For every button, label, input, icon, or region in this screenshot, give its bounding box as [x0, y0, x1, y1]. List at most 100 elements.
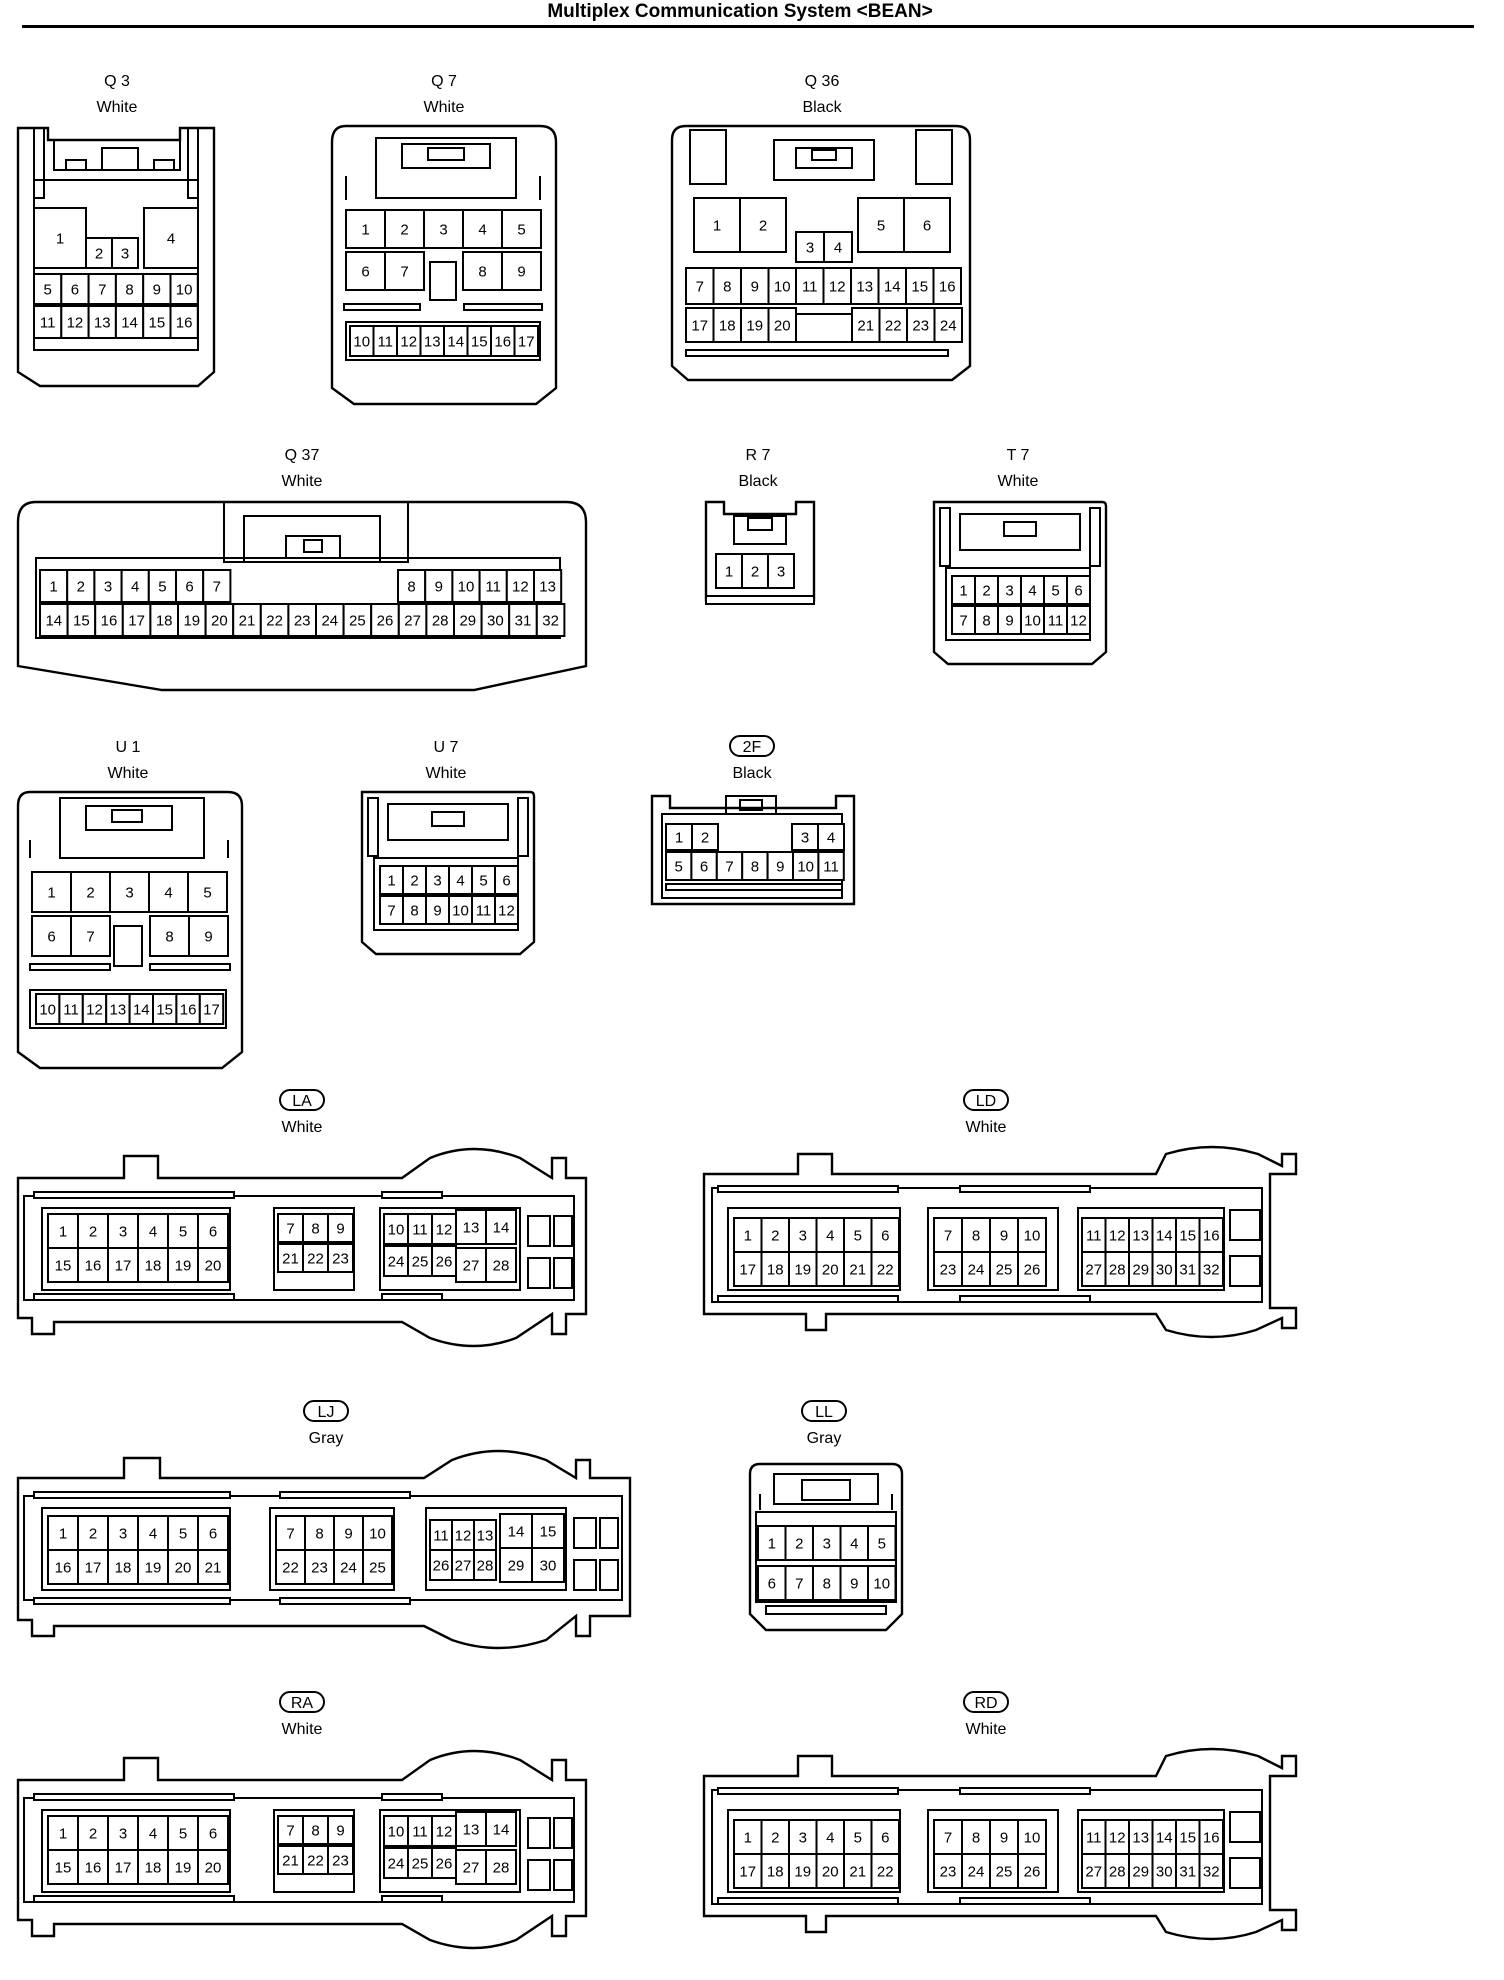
pin-cell: [197, 1849, 229, 1885]
pin-number: 4: [149, 1224, 157, 1241]
pin-cell: [843, 1853, 873, 1889]
pin-number: 11: [1048, 613, 1064, 630]
pin-number: 17: [128, 613, 145, 630]
pin-cell: [407, 1847, 433, 1879]
pin-number: 5: [158, 579, 166, 596]
pin-cell: [739, 197, 787, 253]
pin-number: 31: [1179, 1864, 1196, 1881]
pin-number: 28: [1109, 1864, 1126, 1881]
housing-rib: [381, 1895, 443, 1903]
pin-number: 15: [149, 315, 166, 332]
pin-cell: [843, 1819, 873, 1855]
pin-number: 13: [463, 1822, 480, 1839]
pin-number: 5: [203, 885, 211, 902]
pin-cell: [513, 325, 539, 357]
pin-cell: [823, 231, 853, 263]
pin-number: 12: [829, 279, 846, 296]
pin-number: 12: [1109, 1228, 1126, 1245]
pin-number: 3: [799, 1228, 807, 1245]
pin-number: 18: [719, 318, 736, 335]
housing-detail: [553, 1257, 573, 1289]
pin-number: 27: [1085, 1262, 1102, 1279]
pin-number: 4: [827, 830, 835, 847]
pin-number: 8: [972, 1830, 980, 1847]
housing-rib: [705, 595, 815, 605]
pin-number: 27: [404, 613, 421, 630]
housing-detail: [773, 1473, 879, 1505]
pin-number: 3: [119, 1224, 127, 1241]
pin-number: 1: [59, 1224, 67, 1241]
housing-detail: [1229, 1209, 1261, 1241]
pin-number: 14: [493, 1822, 510, 1839]
pin-number: 11: [412, 1824, 428, 1841]
pin-number: 23: [332, 1853, 349, 1870]
pin-number: 7: [944, 1830, 952, 1847]
pin-number: 3: [439, 222, 447, 239]
pin-number: 4: [149, 1826, 157, 1843]
housing-detail: [739, 799, 763, 811]
pin-cell: [33, 305, 63, 339]
pin-cell: [788, 1217, 818, 1253]
pin-number: 23: [940, 1262, 957, 1279]
housing-detail: [527, 1859, 551, 1891]
pin-number: 12: [436, 1222, 453, 1239]
pin-number: 4: [131, 579, 139, 596]
housing-detail: [599, 1517, 619, 1549]
housing-rib: [959, 1787, 1091, 1795]
pin-number: 17: [739, 1864, 756, 1881]
pin-number: 6: [209, 1526, 217, 1543]
housing-key: [795, 313, 853, 343]
pin-number: 2: [982, 583, 990, 600]
pin-cell: [143, 207, 199, 269]
pin-number: 9: [751, 279, 759, 296]
pin-cell: [121, 603, 152, 637]
connector-code: RA: [291, 1695, 314, 1712]
pin-cell: [877, 267, 907, 305]
pin-number: 1: [744, 1228, 752, 1245]
pin-cell: [277, 1815, 304, 1845]
pin-number: 6: [700, 859, 708, 876]
pin-number: 30: [487, 613, 504, 630]
pin-number: 18: [767, 1864, 784, 1881]
pin-cell: [277, 1243, 304, 1273]
pin-number: 16: [939, 279, 956, 296]
pin-number: 6: [502, 873, 510, 890]
pin-cell: [1198, 1251, 1224, 1287]
pin-number: 19: [175, 1258, 192, 1275]
pin-cell: [767, 553, 795, 589]
pin-cell: [275, 1549, 306, 1585]
pin-number: 30: [1156, 1262, 1173, 1279]
pin-number: 16: [1203, 1830, 1220, 1847]
pin-cell: [107, 1247, 139, 1283]
pin-cell: [107, 1549, 139, 1585]
pin-number: 6: [47, 929, 55, 946]
pin-number: 12: [436, 1824, 453, 1841]
pin-number: 15: [55, 1258, 72, 1275]
housing-detail: [85, 805, 173, 831]
pin-number: 1: [713, 218, 721, 235]
connector-color: Black: [732, 765, 772, 782]
pin-cell: [384, 209, 425, 249]
pin-number: 17: [115, 1860, 132, 1877]
pin-number: 9: [435, 579, 443, 596]
housing-detail: [153, 159, 175, 171]
housing-detail: [527, 1215, 551, 1247]
pin-number: 3: [121, 246, 129, 263]
pin-cell: [878, 307, 908, 343]
pin-number: 10: [1024, 613, 1041, 630]
pin-cell: [111, 237, 139, 269]
pin-cell: [535, 603, 566, 637]
pin-number: 17: [115, 1258, 132, 1275]
pin-cell: [485, 1247, 517, 1283]
pin-number: 1: [47, 885, 55, 902]
pin-cell: [843, 1251, 873, 1287]
pin-number: 24: [940, 318, 957, 335]
pin-number: 3: [1005, 583, 1013, 600]
pin-number: 10: [176, 282, 193, 299]
housing-rib: [149, 963, 231, 971]
housing-detail: [927, 1809, 1059, 1893]
pin-number: 3: [823, 1536, 831, 1553]
pin-number: 2: [795, 1536, 803, 1553]
